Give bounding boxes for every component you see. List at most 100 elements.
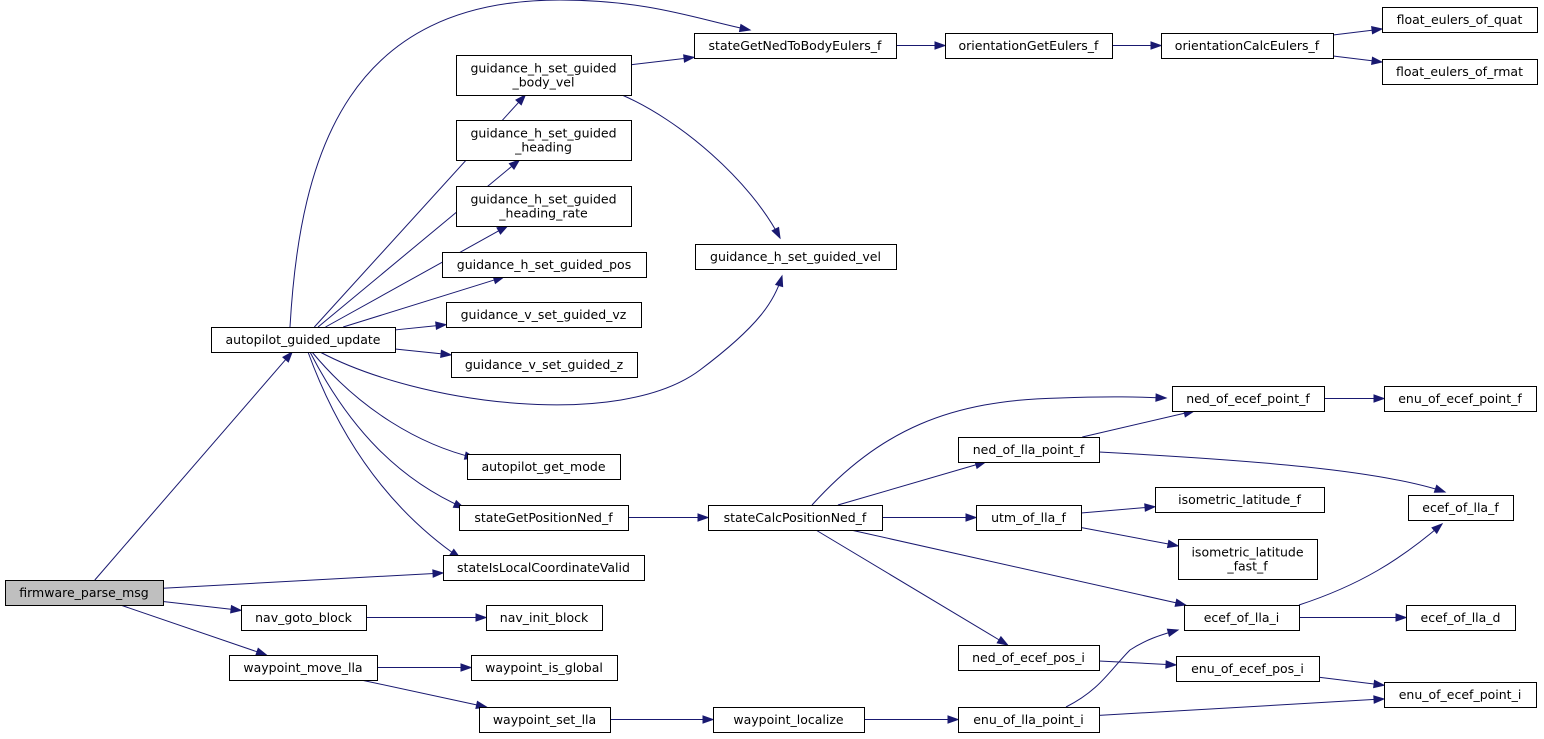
node-label: stateCalcPositionNed_f (724, 510, 867, 525)
node-nav-goto-block[interactable]: nav_goto_block (241, 605, 367, 631)
node-enu-of-ecef-pos-i[interactable]: enu_of_ecef_pos_i (1176, 656, 1320, 682)
node-label: orientationCalcEulers_f (1175, 38, 1320, 53)
edge-stateGetNedToBodyEulers-f-to-orientationGetEulers-f (896, 41, 947, 50)
edge-utm-of-lla-f-to-isometric-latitude-f (1080, 503, 1157, 514)
node-ned-of-ecef-point-f[interactable]: ned_of_ecef_point_f (1172, 386, 1325, 412)
edge-arrowhead (1395, 613, 1408, 622)
edge-arrowhead (1155, 393, 1168, 402)
node-box (1384, 386, 1537, 412)
edge-firmware-parse-msg-to-nav-goto-block (162, 601, 243, 614)
edge-line (850, 529, 1178, 604)
node-label: _heading (514, 140, 572, 155)
edge-line (1298, 523, 1443, 606)
node-waypoint-is-global[interactable]: waypoint_is_global (471, 655, 618, 681)
edge-line (630, 57, 686, 66)
node-box (1176, 656, 1320, 682)
edge-arrowhead (435, 321, 448, 331)
edges-layer (94, 0, 1447, 724)
node-box (976, 505, 1082, 531)
edge-stateCalcPositionNed-f-to-ned-of-ecef-pos-i (815, 529, 1009, 646)
node-label: waypoint_localize (733, 712, 844, 727)
node-stateIsLocalCoordinateValid[interactable]: stateIsLocalCoordinateValid (443, 555, 645, 581)
edge-ecef-of-lla-i-to-ecef-of-lla-f (1298, 523, 1444, 606)
node-box (486, 605, 603, 631)
node-stateGetNedToBodyEulers-f[interactable]: stateGetNedToBodyEulers_f (694, 33, 897, 59)
node-box (1406, 605, 1516, 631)
node-box (945, 33, 1113, 59)
edge-line (1082, 412, 1186, 438)
node-guidance-h-set-guided-body-vel[interactable]: guidance_h_set_guided_body_vel (456, 55, 632, 96)
node-isometric-latitude-f[interactable]: isometric_latitude_f (1155, 487, 1325, 513)
node-autopilot-guided-update[interactable]: autopilot_guided_update (211, 327, 396, 353)
node-waypoint-set-lla[interactable]: waypoint_set_lla (479, 707, 611, 733)
edge-ned-of-ecef-pos-i-to-enu-of-ecef-pos-i (1098, 660, 1178, 669)
node-guidance-h-set-guided-heading-rate[interactable]: guidance_h_set_guided_heading_rate (456, 186, 632, 227)
edge-arrowhead (282, 350, 294, 363)
node-box (958, 437, 1100, 463)
edge-autopilot-guided-update-to-stateGetNedToBodyEulers-f (289, 0, 752, 328)
edge-line (162, 601, 233, 610)
node-guidance-h-set-guided-vel[interactable]: guidance_h_set_guided_vel (695, 244, 897, 270)
node-isometric-latitude-fast-f[interactable]: isometric_latitude_fast_f (1178, 539, 1318, 580)
node-nav-init-block[interactable]: nav_init_block (486, 605, 603, 631)
node-label: ned_of_ecef_point_f (1186, 391, 1310, 406)
node-enu-of-ecef-point-i[interactable]: enu_of_ecef_point_i (1384, 682, 1537, 708)
node-orientationCalcEulers-f[interactable]: orientationCalcEulers_f (1161, 33, 1334, 59)
node-box (1161, 33, 1334, 59)
edge-arrowhead (1144, 503, 1157, 512)
edge-stateCalcPositionNed-f-to-utm-of-lla-f (882, 513, 978, 522)
node-box (958, 707, 1100, 733)
node-label: nav_init_block (500, 610, 589, 625)
node-float-eulers-of-rmat[interactable]: float_eulers_of_rmat (1382, 59, 1538, 85)
node-ecef-of-lla-i[interactable]: ecef_of_lla_i (1184, 605, 1300, 631)
edge-autopilot-guided-update-to-guidance-v-set-guided-z (394, 348, 453, 359)
node-box (713, 707, 865, 733)
node-label: enu_of_ecef_point_f (1398, 391, 1522, 406)
node-autopilot-get-mode[interactable]: autopilot_get_mode (467, 454, 621, 480)
edge-ned-of-lla-point-f-to-ecef-of-lla-f (1098, 451, 1447, 493)
node-ecef-of-lla-d[interactable]: ecef_of_lla_d (1406, 605, 1516, 631)
node-guidance-h-set-guided-heading[interactable]: guidance_h_set_guided_heading (456, 120, 632, 161)
edge-firmware-parse-msg-to-autopilot-guided-update (94, 350, 294, 581)
node-label: stateGetPositionNed_f (474, 510, 613, 525)
node-firmware-parse-msg[interactable]: firmware_parse_msg (5, 580, 164, 606)
edge-line (1332, 55, 1374, 62)
node-label: float_eulers_of_rmat (1396, 64, 1523, 79)
node-waypoint-move-lla[interactable]: waypoint_move_lla (229, 655, 378, 681)
edge-line (120, 604, 259, 653)
edge-line (94, 358, 287, 581)
node-box (1382, 7, 1538, 33)
edge-line (162, 572, 435, 589)
node-enu-of-ecef-point-f[interactable]: enu_of_ecef_point_f (1384, 386, 1537, 412)
edge-guidance-h-set-guided-body-vel-to-guidance-h-set-guided-vel (621, 94, 781, 240)
node-box (459, 505, 629, 531)
edge-line (319, 275, 783, 406)
node-label: guidance_h_set_guided (470, 192, 616, 207)
node-ned-of-lla-point-f[interactable]: ned_of_lla_point_f (958, 437, 1100, 463)
node-box (443, 555, 645, 581)
node-ned-of-ecef-pos-i[interactable]: ned_of_ecef_pos_i (958, 645, 1100, 671)
node-box (456, 186, 632, 227)
node-box (479, 707, 611, 733)
node-box (446, 302, 642, 328)
node-box (229, 655, 378, 681)
node-orientationGetEulers-f[interactable]: orientationGetEulers_f (945, 33, 1113, 59)
node-stateCalcPositionNed-f[interactable]: stateCalcPositionNed_f (708, 505, 883, 531)
node-utm-of-lla-f[interactable]: utm_of_lla_f (976, 505, 1082, 531)
node-stateGetPositionNed-f[interactable]: stateGetPositionNed_f (459, 505, 629, 531)
node-guidance-v-set-guided-vz[interactable]: guidance_v_set_guided_vz (446, 302, 642, 328)
edge-line (1080, 506, 1147, 514)
edge-line (1318, 676, 1376, 685)
edge-utm-of-lla-f-to-isometric-latitude-fast-f (1080, 526, 1180, 549)
node-float-eulers-of-quat[interactable]: float_eulers_of_quat (1382, 7, 1538, 33)
edge-line (621, 94, 781, 239)
edge-line (1080, 526, 1170, 545)
node-ecef-of-lla-f[interactable]: ecef_of_lla_f (1408, 495, 1514, 521)
node-waypoint-localize[interactable]: waypoint_localize (713, 707, 865, 733)
edge-autopilot-guided-update-to-guidance-h-set-guided-vel (319, 274, 784, 406)
node-guidance-h-set-guided-pos[interactable]: guidance_h_set_guided_pos (442, 252, 647, 278)
edge-arrowhead (1373, 695, 1386, 704)
node-guidance-v-set-guided-z[interactable]: guidance_v_set_guided_z (451, 352, 638, 378)
node-enu-of-lla-point-i[interactable]: enu_of_lla_point_i (958, 707, 1100, 733)
